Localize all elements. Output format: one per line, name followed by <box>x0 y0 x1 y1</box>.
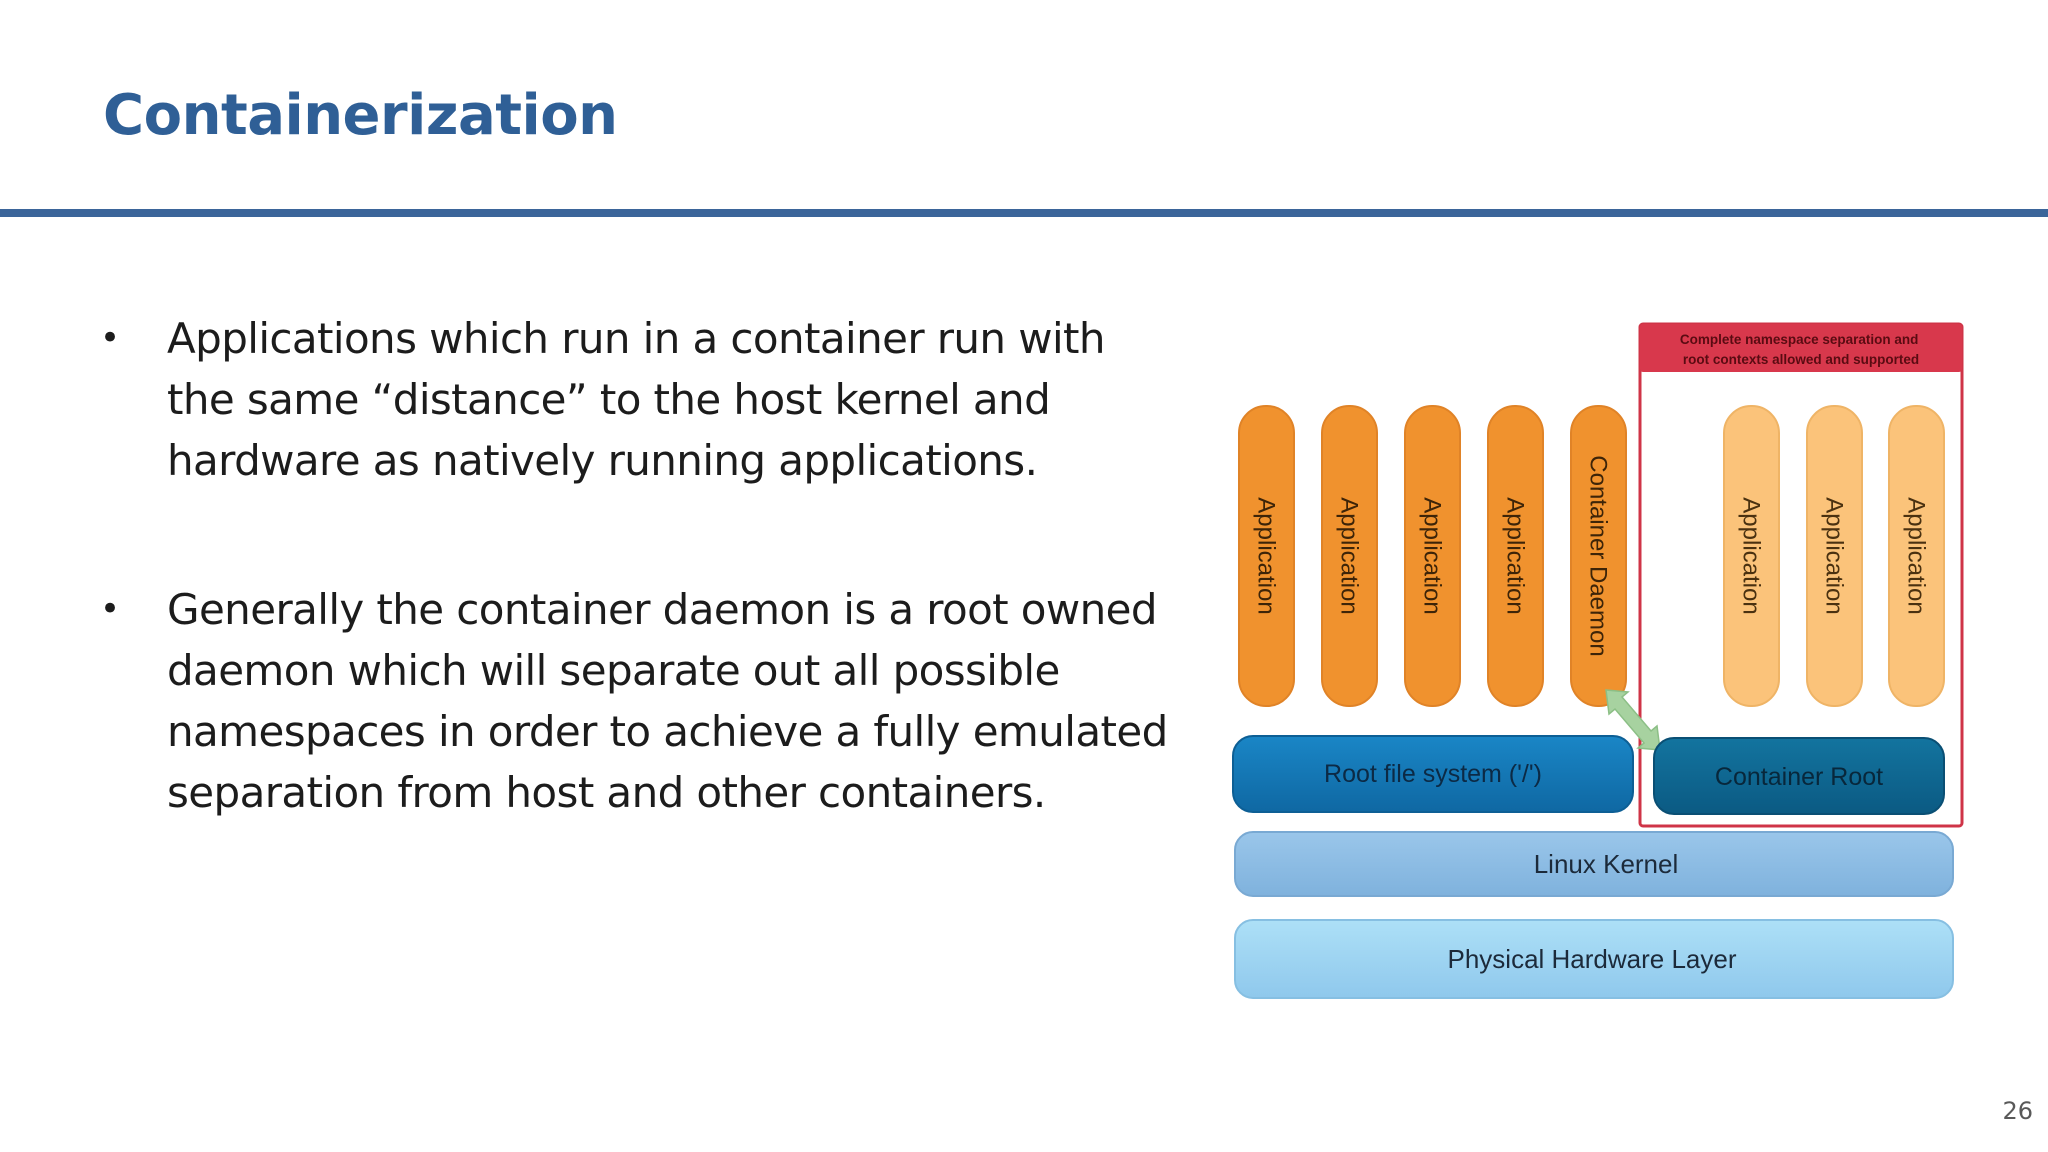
application-label: Application <box>1821 497 1848 614</box>
physical-hardware-layer-label: Physical Hardware Layer <box>1447 944 1736 974</box>
root-file-system-block: Root file system ('/') <box>1232 735 1634 813</box>
bullet-marker: • <box>100 589 120 629</box>
application-label: Application <box>1253 497 1280 614</box>
container-daemon-pill: Container Daemon <box>1570 405 1627 707</box>
diagram-canvas: Complete namespace separation and root c… <box>1232 322 1964 999</box>
bullet-list: • Applications which run in a container … <box>100 308 1180 823</box>
bullet-text: Applications which run in a container ru… <box>167 314 1106 485</box>
bullet-item: • Applications which run in a container … <box>100 308 1180 491</box>
application-label: Application <box>1502 497 1529 614</box>
application-label: Application <box>1738 497 1765 614</box>
container-application-pill: Application <box>1806 405 1863 707</box>
bullet-marker: • <box>100 318 120 358</box>
bullet-text: Generally the container daemon is a root… <box>167 585 1168 817</box>
application-label: Application <box>1419 497 1446 614</box>
title-divider <box>0 209 2048 217</box>
namespace-box-header <box>1640 324 1962 372</box>
container-application-pill: Application <box>1723 405 1780 707</box>
host-application-pill: Application <box>1487 405 1544 707</box>
linux-kernel-block: Linux Kernel <box>1234 831 1954 897</box>
page-number: 26 <box>2002 1097 2033 1125</box>
application-label: Application <box>1336 497 1363 614</box>
namespace-box-label: Complete namespace separation and root c… <box>1680 332 1922 367</box>
container-application-pill: Application <box>1888 405 1945 707</box>
host-application-pill: Application <box>1321 405 1378 707</box>
container-daemon-label: Container Daemon <box>1585 455 1612 656</box>
container-architecture-diagram: Complete namespace separation and root c… <box>1228 318 1968 1008</box>
host-application-pill: Application <box>1238 405 1295 707</box>
linux-kernel-label: Linux Kernel <box>1534 849 1679 879</box>
slide-title: Containerization <box>103 83 618 148</box>
container-root-block: Container Root <box>1653 737 1945 815</box>
root-file-system-label: Root file system ('/') <box>1324 760 1542 788</box>
bullet-item: • Generally the container daemon is a ro… <box>100 579 1180 823</box>
physical-hardware-layer-block: Physical Hardware Layer <box>1234 919 1954 999</box>
application-label: Application <box>1903 497 1930 614</box>
host-application-pill: Application <box>1404 405 1461 707</box>
container-root-label: Container Root <box>1715 763 1883 791</box>
